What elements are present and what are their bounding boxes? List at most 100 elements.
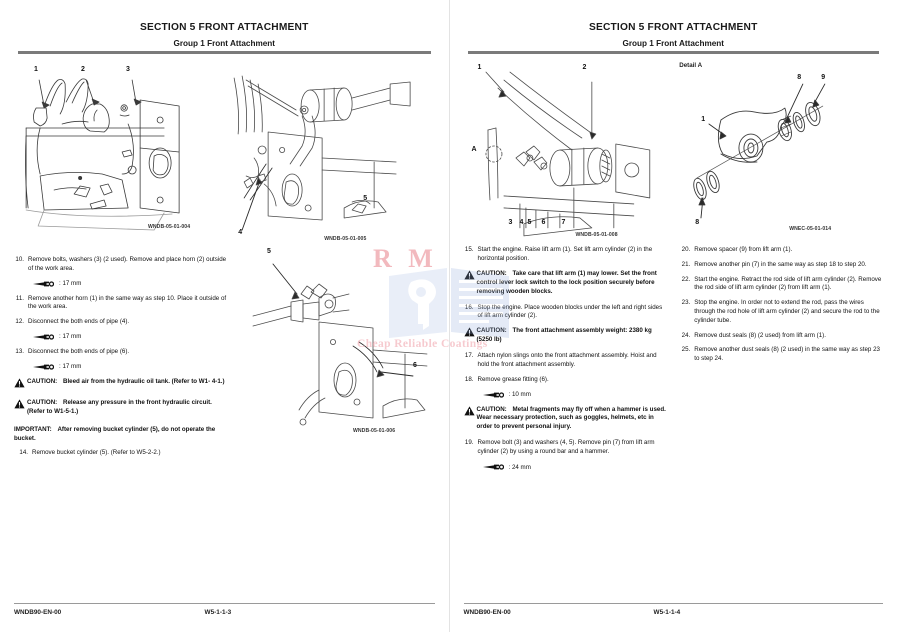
- caution-block: CAUTION: Bleed air from the hydraulic oi…: [14, 378, 229, 392]
- step-item: 14. Remove bucket cylinder (5). (Refer t…: [18, 449, 229, 458]
- step-number: 10.: [15, 256, 24, 263]
- step-item: 10. Remove bolts, washers (3) (2 used). …: [14, 256, 229, 274]
- figure-wndb-05-01-006: 5 6 WNDB-05-01-006: [245, 248, 435, 450]
- important-text: After removing bucket cylinder (5), do n…: [14, 425, 216, 442]
- tool-spec: : 17 mm: [32, 333, 229, 341]
- warning-triangle-icon: [14, 378, 27, 392]
- step-number: 17.: [464, 352, 474, 360]
- warning-triangle-icon: [463, 327, 477, 345]
- callout-4: 4: [238, 229, 243, 236]
- caution-block: CAUTION: Metal fragments may fly off whe…: [463, 405, 667, 433]
- figure-wndb-05-01-005: 4 5 WNDB-05-01-005: [224, 58, 434, 242]
- caution-body: CAUTION: The front attachment assembly w…: [477, 327, 667, 345]
- step-text: Remove bolt (3) and washers (4, 5). Remo…: [477, 439, 655, 456]
- tool-spec: : 17 mm: [32, 280, 229, 288]
- important-block: IMPORTANT: After removing bucket cylinde…: [14, 426, 229, 444]
- step-item: 23. Stop the engine. In order not to ext…: [680, 299, 883, 325]
- tool-spec: : 17 mm: [32, 363, 229, 371]
- step-text: Disconnect the both ends of pipe (4).: [28, 318, 130, 326]
- step-number: 23.: [681, 299, 691, 307]
- footer-doc-code: WNDB90-EN-00: [14, 609, 62, 616]
- callout-3: 3: [508, 219, 513, 226]
- step-number: 25.: [681, 346, 691, 354]
- group-subtitle: Group 1 Front Attachment: [173, 39, 276, 48]
- right-figure-band: 1 2 A 3 4 5 6 7 WNDB-05-01-008 Detail A: [464, 58, 884, 240]
- caution-body: CAUTION: Bleed air from the hydraulic oi…: [27, 378, 229, 392]
- caution-body: CAUTION: Release any pressure in the fro…: [27, 399, 229, 417]
- callout-2: 2: [81, 66, 85, 73]
- callout-1: 1: [34, 66, 38, 73]
- page-title: SECTION 5 FRONT ATTACHMENT: [139, 22, 309, 33]
- callout-7: 7: [561, 219, 566, 226]
- figure-4-drawing: [485, 71, 650, 237]
- wrench-icon: [482, 464, 504, 470]
- step-number: 22.: [681, 275, 691, 283]
- step-item: 25. Remove another dust seals (8) (2 use…: [680, 346, 883, 364]
- callout-2: 2: [582, 64, 587, 71]
- step-number: 20.: [681, 246, 691, 253]
- tool-size: : 24 mm: [508, 463, 531, 471]
- caution-text: Take care that lift arm (1) may lower. S…: [476, 269, 657, 295]
- step-item: 22. Start the engine. Retract the rod si…: [680, 276, 883, 294]
- figure-1-drawing: [25, 78, 180, 231]
- group-subtitle: Group 1 Front Attachment: [622, 39, 725, 48]
- left-page: SECTION 5 FRONT ATTACHMENT Group 1 Front…: [14, 22, 435, 616]
- step-number: 11.: [15, 294, 24, 302]
- step-number: 24.: [681, 331, 691, 339]
- step-item: 12. Disconnect the both ends of pipe (4)…: [14, 318, 229, 327]
- step-item: 17. Attach nylon slings onto the front a…: [464, 352, 667, 370]
- figure-code-2: WNDB-05-01-005: [324, 236, 367, 242]
- callout-4: 4: [519, 219, 524, 226]
- footer-page-number: W5-1-1-4: [653, 609, 681, 616]
- tool-size: : 17 mm: [59, 363, 82, 371]
- caution-text: Release any pressure in the front hydrau…: [27, 398, 212, 415]
- figure-code-4: WNDB-05-01-008: [575, 232, 618, 238]
- callout-5: 5: [527, 219, 532, 226]
- caution-block: CAUTION: Release any pressure in the fro…: [14, 399, 229, 417]
- figure-code-1: WNDB-05-01-004: [148, 224, 191, 230]
- figure-5-drawing: [693, 83, 826, 219]
- figure-3-drawing: [252, 263, 428, 426]
- step-item: 20. Remove spacer (9) from lift arm (1).: [680, 246, 883, 255]
- tool-size: : 17 mm: [59, 280, 82, 288]
- figure-code-5: WNEC-05-01-014: [789, 226, 832, 232]
- step-text: Remove another pin (7) in the same way a…: [694, 260, 867, 268]
- figure-wndb-05-01-004: 1 2 3 WNDB-05-01-004: [14, 58, 224, 240]
- callout-5: 5: [363, 195, 368, 202]
- step-number: 12.: [15, 318, 24, 326]
- step-text: Stop the engine. In order not to extend …: [694, 299, 880, 324]
- tool-spec: : 10 mm: [482, 391, 667, 399]
- warning-triangle-icon: [463, 405, 477, 433]
- right-column-right: 20. Remove spacer (9) from lift arm (1).…: [680, 246, 883, 478]
- right-page-instructions: 15. Start the engine. Raise lift arm (1)…: [463, 246, 884, 478]
- step-item: 19. Remove bolt (3) and washers (4, 5). …: [464, 439, 667, 457]
- step-text: Stop the engine. Place wooden blocks und…: [477, 303, 663, 320]
- step-item: 18. Remove grease fitting (6).: [464, 376, 667, 385]
- header-divider: [467, 51, 879, 54]
- right-page: SECTION 5 FRONT ATTACHMENT Group 1 Front…: [448, 0, 897, 632]
- step-text: Start the engine. Retract the rod side o…: [694, 275, 882, 292]
- detail-marker-a: A: [471, 146, 477, 153]
- tool-size: : 10 mm: [508, 391, 531, 398]
- left-figure-band: 1 2 3 WNDB-05-01-004: [14, 58, 435, 242]
- step-item: 13. Disconnect the both ends of pipe (6)…: [14, 348, 229, 357]
- caution-label: CAUTION:: [27, 398, 58, 406]
- step-number: 14.: [19, 448, 28, 456]
- step-item: 24. Remove dust seals (8) (2 used) from …: [680, 332, 883, 341]
- callout-8: 8: [797, 74, 802, 81]
- footer-page-number: W5-1-1-3: [204, 609, 232, 616]
- caution-text: Bleed air from the hydraulic oil tank. (…: [62, 377, 225, 385]
- step-text: Remove grease fitting (6).: [477, 375, 549, 383]
- step-item: 11. Remove another horn (1) in the same …: [14, 295, 229, 313]
- step-text: Remove bolts, washers (3) (2 used). Remo…: [28, 256, 227, 272]
- caution-text: The front attachment assembly weight: 23…: [476, 327, 652, 344]
- caution-text: Metal fragments may fly off when a hamme…: [476, 405, 666, 431]
- step-text: Remove another dust seals (8) (2 used) i…: [694, 346, 880, 363]
- footer-doc-code: WNDB90-EN-00: [463, 609, 511, 616]
- caution-body: CAUTION: Metal fragments may fly off whe…: [477, 406, 667, 433]
- important-label: IMPORTANT:: [14, 425, 52, 433]
- step-item: 21. Remove another pin (7) in the same w…: [680, 261, 883, 270]
- right-column-left: 15. Start the engine. Raise lift arm (1)…: [463, 246, 667, 478]
- figure-wnec-05-01-014: Detail A: [673, 58, 883, 240]
